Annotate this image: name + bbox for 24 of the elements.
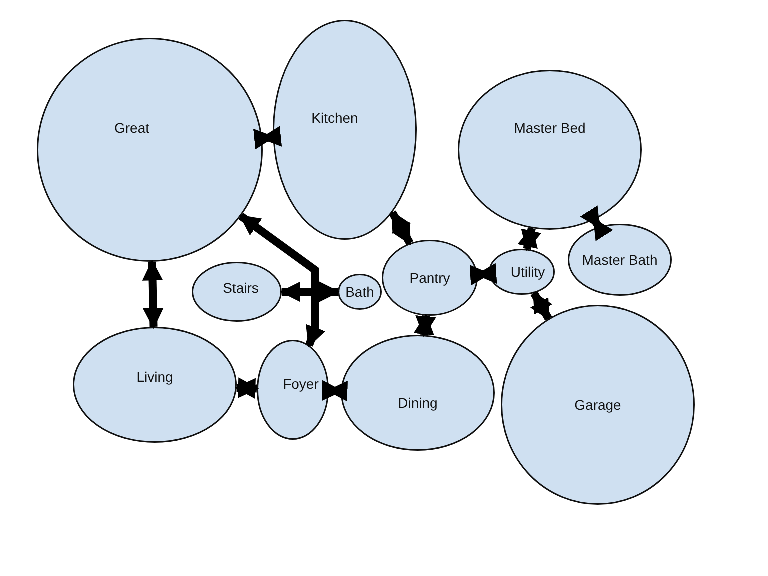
double-arrow [280, 282, 340, 302]
double-arrow [234, 378, 260, 400]
room-label: Foyer [283, 376, 319, 392]
room-label: Stairs [223, 280, 259, 296]
double-arrow [253, 126, 282, 150]
room-label: Master Bed [514, 120, 586, 136]
double-arrow [414, 314, 436, 338]
double-arrow [389, 210, 414, 246]
room-label: Pantry [410, 270, 450, 286]
room-label: Garage [574, 397, 622, 413]
room-label: Kitchen [312, 110, 358, 126]
double-arrow [518, 226, 542, 252]
room-label: Utility [510, 264, 546, 280]
double-arrow [530, 291, 553, 321]
room-label: Dining [398, 395, 438, 411]
double-arrow [580, 206, 614, 242]
double-arrow [322, 380, 348, 402]
room-label: Master Bath [582, 252, 658, 268]
double-arrow [142, 260, 164, 330]
double-arrow [238, 213, 326, 348]
room-label: Living [136, 369, 174, 385]
room-label: Great [114, 120, 150, 136]
double-arrow [470, 263, 498, 286]
room-label: Bath [346, 284, 374, 300]
